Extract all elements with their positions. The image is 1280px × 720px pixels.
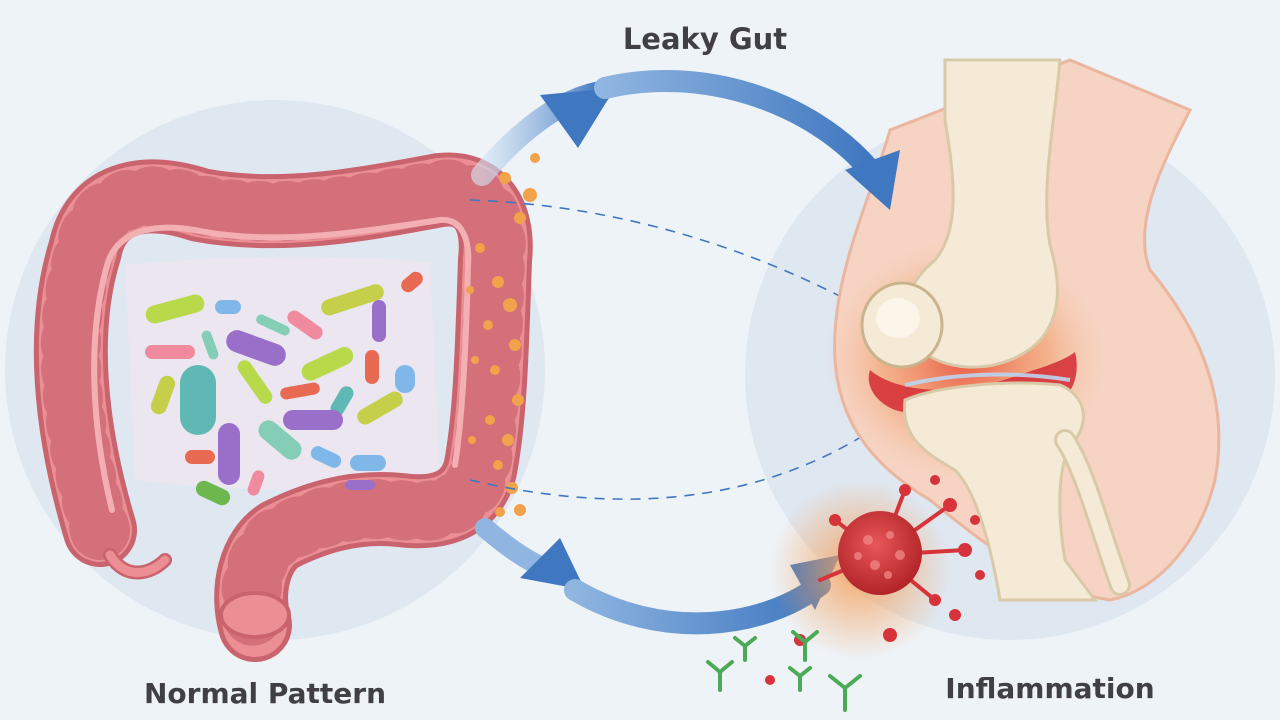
normal-pattern-label: Normal Pattern — [143, 677, 387, 710]
immune-cell-icon — [765, 475, 985, 685]
connection-line-bottom — [469, 424, 881, 500]
leaking-particles — [466, 153, 540, 517]
inflammation-label: Inflammation — [945, 672, 1155, 705]
knee-joint-icon — [825, 58, 1221, 602]
arrow-top — [471, 70, 900, 210]
gut-bacteria-icon — [145, 271, 423, 506]
antibody-icon — [706, 630, 862, 712]
connection-line-top — [469, 199, 876, 316]
leaky-gut-label: Leaky Gut — [622, 22, 788, 56]
